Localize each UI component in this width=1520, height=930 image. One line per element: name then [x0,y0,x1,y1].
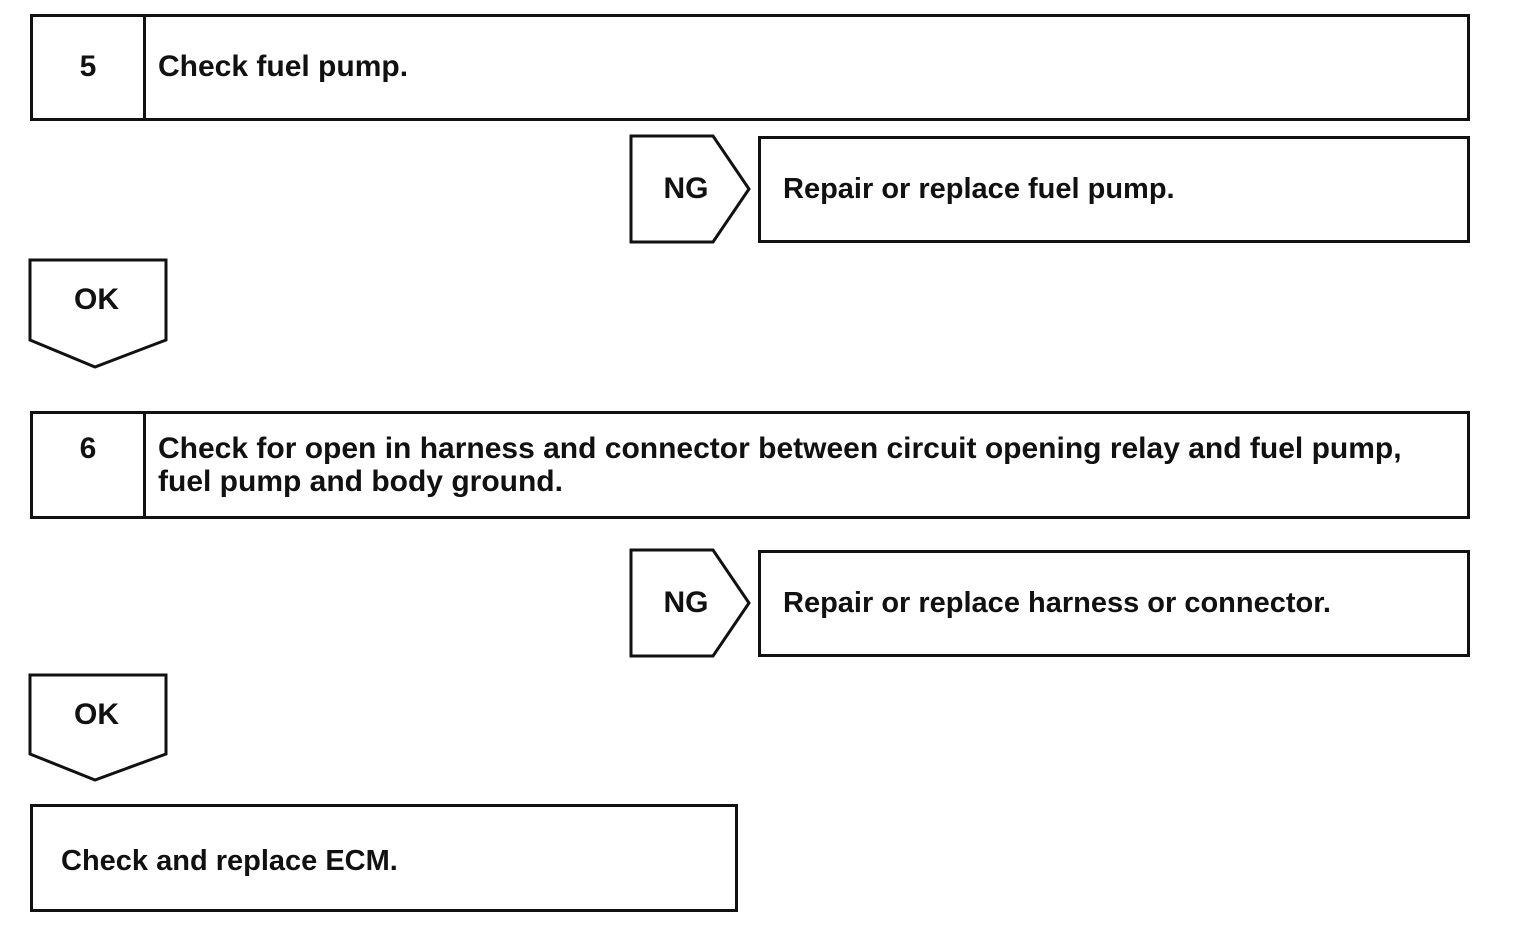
step-5-text: Check fuel pump. [158,50,409,83]
step-6-ng-label: NG [663,586,709,619]
step-5-ng-label: NG [663,172,709,205]
step-6-text: Check for open in harness and connector … [158,432,1402,498]
step-6-ng-action-box: Repair or replace harness or connector. [758,550,1470,657]
step-6-ok-label: OK [74,698,119,731]
final-action-text: Check and replace ECM. [61,845,398,877]
step-5-ok-label: OK [74,283,119,316]
step-5-box: 5 Check fuel pump. [30,14,1470,121]
step-5-ng-action-box: Repair or replace fuel pump. [758,136,1470,243]
step-5-ng-action-text: Repair or replace fuel pump. [783,173,1175,205]
step-6-number: 6 [33,414,146,516]
step-6-box: 6 Check for open in harness and connecto… [30,411,1470,519]
final-action-box: Check and replace ECM. [30,804,738,912]
step-5-number: 5 [33,17,146,118]
step-6-ng-action-text: Repair or replace harness or connector. [783,587,1331,619]
